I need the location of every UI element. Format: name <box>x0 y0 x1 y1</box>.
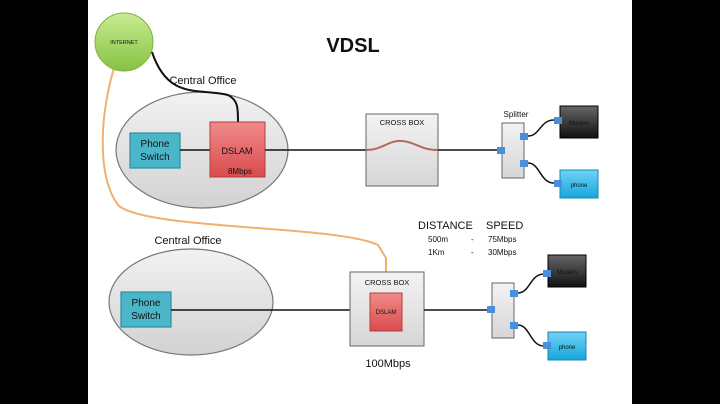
phone-bottom-port <box>543 342 551 349</box>
dslam-top-label: DSLAM <box>221 146 252 156</box>
copper-line-top <box>365 139 439 151</box>
phone-switch-bottom-line2: Switch <box>131 311 160 322</box>
internet-link-top <box>151 51 239 123</box>
phone-switch-top-line2: Switch <box>140 152 169 163</box>
internet-cloud <box>94 12 154 72</box>
splitter-bottom-port-phone <box>510 322 518 329</box>
phone-switch-top <box>129 132 181 169</box>
modem-bottom-port <box>543 270 551 277</box>
phone-switch-bottom-line1: Phone <box>132 298 161 309</box>
internet-link-bottom <box>101 61 387 300</box>
dslam-bottom <box>369 292 403 332</box>
distance-row1-sep: - <box>471 235 474 244</box>
distance-row1-speed: 75Mbps <box>488 235 516 244</box>
distance-header: DISTANCE <box>418 220 473 232</box>
splitter-top-port-phone <box>520 160 528 167</box>
distance-row2-speed: 30Mbps <box>488 248 516 257</box>
vdsl-diagram: VDSL Central Office INTERNET Phone Switc… <box>94 12 599 370</box>
speed-bottom-label: 100Mbps <box>365 358 411 370</box>
splitter-bottom-port-modem <box>510 290 518 297</box>
cross-box-bottom-label: CROSS BOX <box>365 278 410 287</box>
splitter-top <box>501 122 525 179</box>
modem-bottom <box>547 254 587 288</box>
phone-top <box>559 169 599 199</box>
phone-switch-bottom <box>120 291 172 328</box>
phone-top-port <box>554 180 562 187</box>
distance-row1-distance: 500m <box>428 235 448 244</box>
cross-box-top-label: CROSS BOX <box>380 118 425 127</box>
splitter-top-port-modem <box>520 133 528 140</box>
dslam-bottom-label: DSLAM <box>376 310 397 316</box>
splitter-phone-link-bottom <box>517 324 545 347</box>
central-office-bottom-label: Central Office <box>154 235 221 247</box>
slide: VDSL Central Office INTERNET Phone Switc… <box>88 0 632 404</box>
page-title: VDSL <box>326 35 379 57</box>
phone-bottom <box>547 331 587 361</box>
phone-bottom-label: phone <box>559 345 576 351</box>
phone-switch-top-line1: Phone <box>141 139 170 150</box>
modem-bottom-label: Modem <box>557 270 577 276</box>
central-office-bottom <box>108 248 274 356</box>
splitter-modem-link-top <box>527 119 555 137</box>
speed-header: SPEED <box>486 220 523 232</box>
splitter-bottom-port-in <box>487 306 495 313</box>
modem-top-port <box>554 117 562 124</box>
modem-top <box>559 105 599 139</box>
splitter-phone-link-top <box>527 162 555 184</box>
dslam-top-speed: 8Mbps <box>228 167 252 176</box>
distance-row2-distance: 1Km <box>428 248 445 257</box>
splitter-label: Splitter <box>504 110 529 119</box>
central-office-top-label: Central Office <box>169 75 236 87</box>
splitter-top-port-in <box>497 147 505 154</box>
dslam-top <box>209 121 266 178</box>
modem-top-label: Modem <box>569 121 589 127</box>
internet-label: INTERNET <box>110 40 138 46</box>
splitter-modem-link-bottom <box>517 273 545 294</box>
distance-row2-sep: - <box>471 248 474 257</box>
phone-top-label: phone <box>571 183 588 189</box>
